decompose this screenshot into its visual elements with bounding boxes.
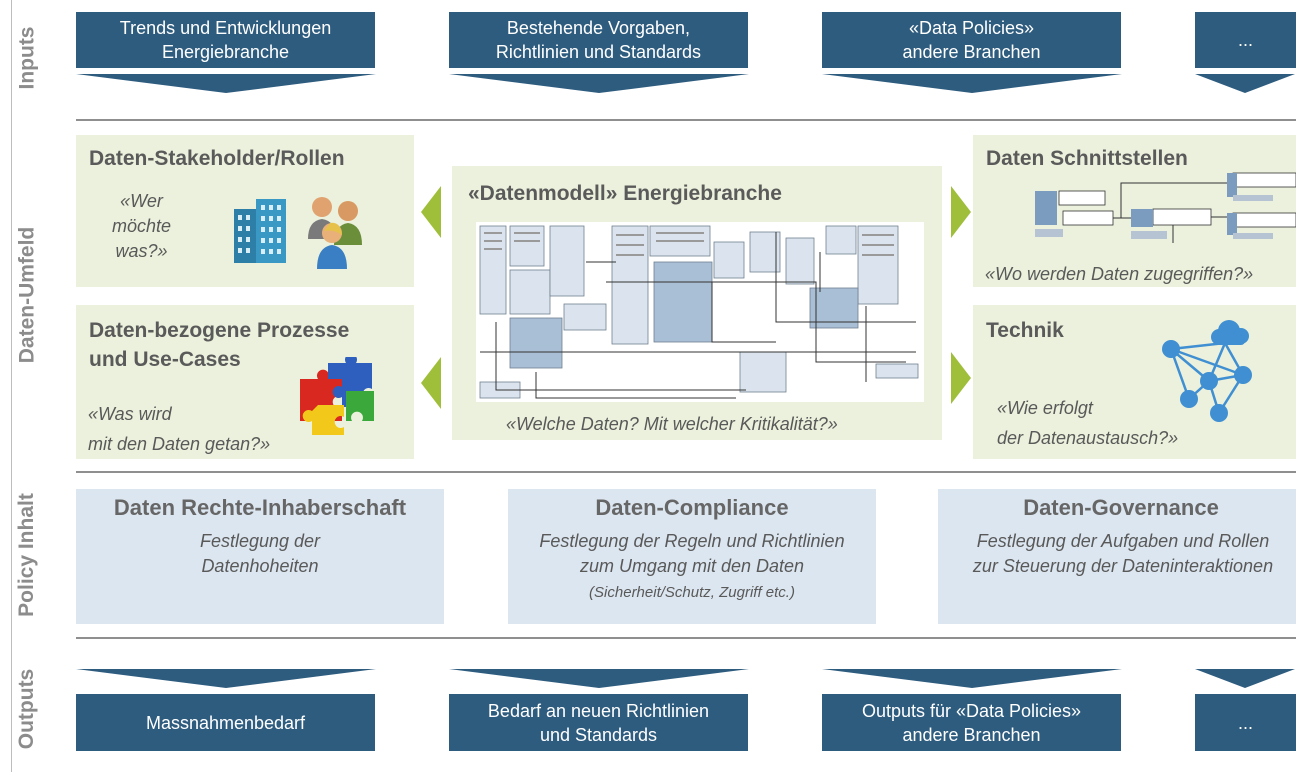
data-model-diagram xyxy=(476,222,924,402)
input-arrow-data-policies xyxy=(822,74,1122,93)
panel-technik: Technik «Wie erfolgt der Datenaustausch?… xyxy=(973,305,1296,459)
panel-question: «Wo werden Daten zugegriffen?» xyxy=(985,264,1254,284)
cloud-icon xyxy=(1211,320,1249,345)
interface-diagram xyxy=(1035,172,1296,243)
panel-question: «Wie erfolgt der Datenaustausch?» xyxy=(997,398,1179,448)
input-box-more: ... xyxy=(1195,12,1296,68)
policy-title: Daten-Governance xyxy=(1023,495,1219,520)
panel-stakeholder: Daten-Stakeholder/Rollen «Wer möchte was… xyxy=(76,135,414,287)
policy-title: Daten-Compliance xyxy=(595,495,789,520)
policy-box-rechte: Daten Rechte-Inhaberschaft Festlegung de… xyxy=(76,489,444,624)
separator-policy xyxy=(76,637,1296,639)
output-arrow-richtlinien xyxy=(449,669,749,688)
policy-description: Festlegung der Regeln und Richtlinien zu… xyxy=(539,531,845,576)
panel-schnittstellen: Daten Schnittstellen «Wo werden D xyxy=(973,135,1296,287)
policy-title: Daten Rechte-Inhaberschaft xyxy=(113,495,407,520)
arrow-right-schnittstellen xyxy=(951,186,971,238)
input-box-trends: Trends und Entwicklungen Energiebranche xyxy=(76,12,375,68)
input-arrow-more xyxy=(1195,74,1295,93)
policy-box-governance: Daten-Governance Festlegung der Aufgaben… xyxy=(938,489,1296,624)
input-arrow-vorgaben xyxy=(449,74,749,93)
panel-title: Daten-bezogene Prozesse und Use-Cases xyxy=(89,319,350,371)
puzzle-icon xyxy=(300,357,374,435)
policy-box-compliance: Daten-Compliance Festlegung der Regeln u… xyxy=(508,489,876,624)
panel-question: «Welche Daten? Mit welcher Kritikalität?… xyxy=(506,414,838,434)
panel-question: «Wer möchte was?» xyxy=(112,191,172,261)
panel-datenmodell: «Datenmodell» Energiebranche xyxy=(452,166,942,440)
output-box-more: ... xyxy=(1195,694,1296,751)
policy-note: (Sicherheit/Schutz, Zugriff etc.) xyxy=(589,584,795,601)
panel-prozesse: Daten-bezogene Prozesse und Use-Cases «W… xyxy=(76,305,414,459)
output-box-data-policies: Outputs für «Data Policies» andere Branc… xyxy=(822,694,1121,751)
input-box-vorgaben: Bestehende Vorgaben, Richtlinien und Sta… xyxy=(449,12,748,68)
arrow-left-stakeholder xyxy=(421,186,441,238)
policy-description: Festlegung der Aufgaben und Rollen zur S… xyxy=(972,531,1274,576)
output-box-massnahmen: Massnahmenbedarf xyxy=(76,694,375,751)
left-border xyxy=(11,0,12,772)
output-arrow-data-policies xyxy=(822,669,1122,688)
panel-title: Daten-Stakeholder/Rollen xyxy=(89,147,345,170)
output-box-richtlinien: Bedarf an neuen Richtlinien und Standard… xyxy=(449,694,748,751)
network-icon xyxy=(1162,320,1252,422)
separator-inputs xyxy=(76,119,1296,121)
output-arrow-massnahmen xyxy=(76,669,376,688)
panel-title: Daten Schnittstellen xyxy=(986,147,1188,170)
arrow-left-prozesse xyxy=(421,357,441,409)
policy-description: Festlegung der Datenhoheiten xyxy=(199,531,321,576)
people-icon xyxy=(308,197,362,269)
buildings-icon xyxy=(234,199,286,263)
arrow-right-technik xyxy=(951,352,971,404)
input-arrow-trends xyxy=(76,74,376,93)
panel-title: Technik xyxy=(986,319,1064,342)
separator-umfeld xyxy=(76,471,1296,473)
input-box-data-policies: «Data Policies» andere Branchen xyxy=(822,12,1121,68)
panel-title: «Datenmodell» Energiebranche xyxy=(468,182,782,205)
panel-question: «Was wird mit den Daten getan?» xyxy=(88,404,271,454)
output-arrow-more xyxy=(1195,669,1295,688)
